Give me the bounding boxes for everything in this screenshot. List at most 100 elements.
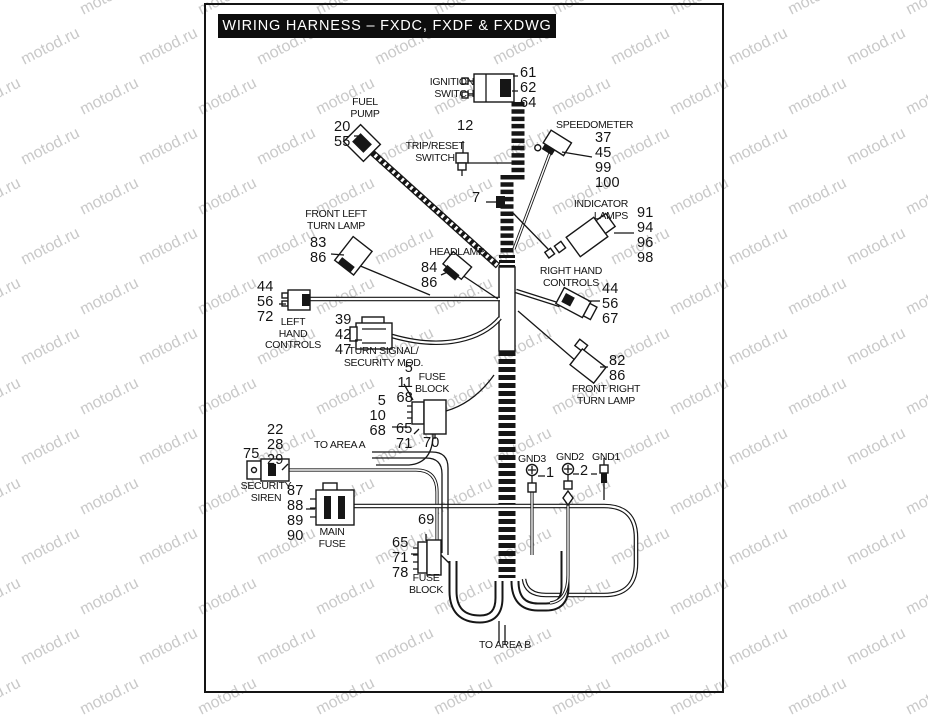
harness-sleeve [498, 266, 516, 352]
watermark-text: motod.ru [726, 124, 791, 169]
trip-reset-connector [455, 152, 469, 176]
watermark-text: motod.ru [0, 0, 24, 19]
wire-fuse-block-down [376, 433, 434, 466]
watermark-text: motod.ru [18, 424, 83, 469]
watermark-text: motod.ru [77, 574, 142, 619]
watermark-text: motod.ru [77, 174, 142, 219]
watermark-text: motod.ru [0, 274, 24, 319]
right-controls-connector [554, 286, 598, 321]
watermark-text: motod.ru [136, 424, 201, 469]
wire-gnd2-core [549, 505, 569, 604]
watermark-text: motod.ru [785, 174, 850, 219]
watermark-text: motod.ru [903, 474, 928, 519]
wire-area-a-1 [372, 451, 449, 555]
watermark-text: motod.ru [726, 224, 791, 269]
watermark-text: motod.ru [18, 524, 83, 569]
diagram-title: WIRING HARNESS – FXDC, FXDF & FXDWG [218, 14, 556, 38]
watermark-text: motod.ru [785, 74, 850, 119]
front-right-lamp-connector [569, 338, 607, 385]
watermark-text: motod.ru [0, 574, 24, 619]
fuse-block-mid [407, 399, 447, 435]
watermark-text: motod.ru [77, 474, 142, 519]
watermark-text: motod.ru [18, 624, 83, 669]
watermark-text: motod.ru [136, 124, 201, 169]
watermark-text: motod.ru [844, 124, 909, 169]
ignition-switch-connector [461, 73, 515, 103]
wire-siren [289, 468, 439, 555]
watermark-text: motod.ru [136, 524, 201, 569]
wire-fuse-block-up [445, 374, 495, 412]
wire-indicator-lamps [512, 212, 549, 250]
indicator-lamps-connector [543, 212, 617, 259]
watermark-text: motod.ru [136, 324, 201, 369]
watermark-text: motod.ru [0, 674, 24, 719]
connector-7 [496, 196, 505, 208]
watermark-text: motod.ru [903, 174, 928, 219]
watermark-text: motod.ru [77, 74, 142, 119]
watermark-text: motod.ru [785, 574, 850, 619]
watermark-text: motod.ru [903, 0, 928, 19]
left-controls-connector [281, 289, 311, 311]
diagram-frame [204, 3, 724, 693]
harness-diagram [246, 73, 639, 645]
fuel-pump-connector [342, 123, 382, 163]
watermark-text: motod.ru [844, 324, 909, 369]
watermark-text: motod.ru [726, 324, 791, 369]
watermark-text: motod.ru [903, 274, 928, 319]
wire-siren-core [289, 469, 438, 555]
wire-main-fuse-core [354, 504, 638, 597]
watermark-text: motod.ru [903, 74, 928, 119]
watermark-text: motod.ru [77, 374, 142, 419]
headlamp-connector [441, 250, 473, 281]
watermark-text: motod.ru [844, 524, 909, 569]
watermark-text: motod.ru [785, 274, 850, 319]
gnd2-terminal [561, 462, 575, 507]
tube-bottom-u-core [450, 561, 502, 622]
watermark-text: motod.ru [903, 574, 928, 619]
watermark-text: motod.ru [18, 24, 83, 69]
watermark-text: motod.ru [844, 24, 909, 69]
watermark-text: motod.ru [77, 274, 142, 319]
watermark-text: motod.ru [18, 224, 83, 269]
watermark-text: motod.ru [18, 124, 83, 169]
watermark-text: motod.ru [903, 674, 928, 719]
wire-headlamp [461, 274, 499, 300]
watermark-text: motod.ru [785, 374, 850, 419]
watermark-text: motod.ru [785, 474, 850, 519]
watermark-text: motod.ru [0, 74, 24, 119]
watermark-text: motod.ru [77, 0, 141, 19]
watermark-text: motod.ru [136, 224, 201, 269]
watermark-text: motod.ru [726, 424, 791, 469]
turn-signal-module-connector [349, 316, 393, 350]
watermark-text: motod.ru [0, 374, 24, 419]
speedometer-connector [534, 129, 573, 157]
watermark-text: motod.ru [903, 374, 928, 419]
gnd3-terminal [525, 463, 539, 493]
watermark-text: motod.ru [18, 324, 83, 369]
fuse-block-bottom [413, 539, 442, 576]
watermark-text: motod.ru [136, 24, 201, 69]
watermark-text: motod.ru [726, 624, 791, 669]
watermark-text: motod.ru [0, 174, 24, 219]
watermark-text: motod.ru [785, 0, 849, 19]
watermark-text: motod.ru [136, 624, 201, 669]
main-fuse-connector [310, 482, 355, 526]
watermark-text: motod.ru [0, 474, 24, 519]
gnd1-terminal [599, 458, 609, 500]
watermark-text: motod.ru [844, 424, 909, 469]
watermark-text: motod.ru [726, 24, 791, 69]
wire-right-controls-core [515, 289, 561, 307]
wire-front-left-lamp [357, 264, 431, 296]
front-left-lamp-connector [333, 235, 374, 276]
watermark-text: motod.ru [726, 524, 791, 569]
watermark-text: motod.ru [77, 674, 142, 719]
watermark-text: motod.ru [844, 224, 909, 269]
wire-front-right-lamp [517, 310, 577, 362]
diagram-title-text: WIRING HARNESS – FXDC, FXDF & FXDWG [222, 18, 552, 34]
watermark-text: motod.ru [785, 674, 850, 719]
watermark-text: motod.ru [844, 624, 909, 669]
wire-speedometer-core [513, 152, 551, 250]
wire-turn-signal-module-core [391, 317, 501, 344]
cable-fuel-pump [363, 144, 501, 269]
